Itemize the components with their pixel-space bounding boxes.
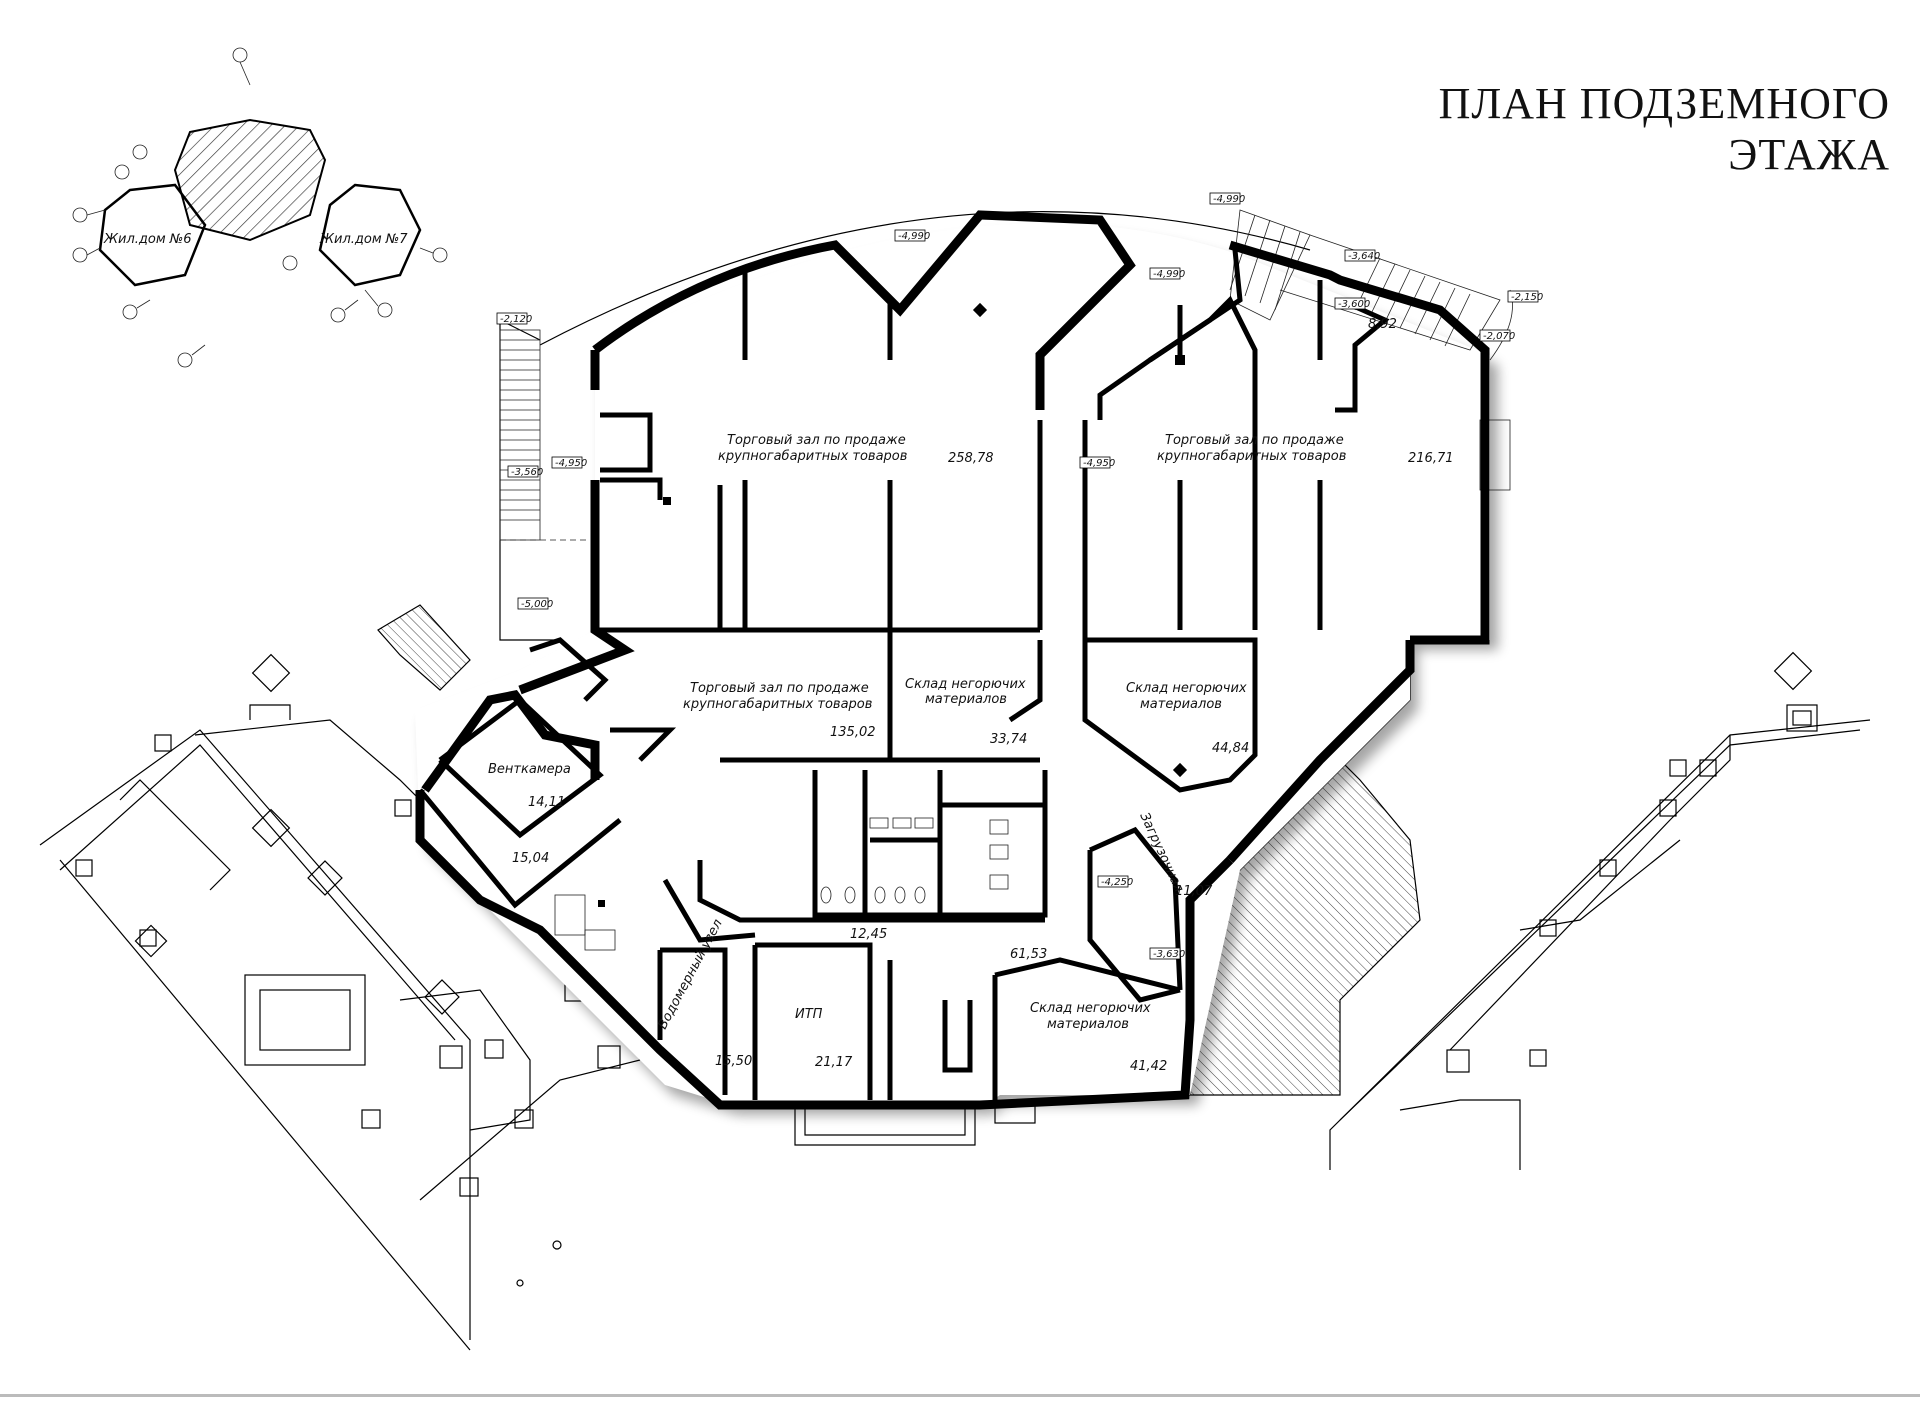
level-mark-9: -4,950	[555, 458, 587, 469]
vent-chamber	[418, 637, 677, 909]
room-label-hall-3-line1: Торговый зал по продаже	[690, 681, 869, 696]
stair-sw	[377, 604, 471, 691]
area-small-room: 8,92	[1368, 317, 1397, 332]
level-mark-14: -3,630	[1153, 949, 1185, 960]
area-itp: 21,17	[815, 1055, 853, 1070]
bottom-rule	[0, 1394, 1920, 1397]
key-plan-house-6: Жил.дом №6	[103, 232, 192, 247]
sanitary-fixtures	[554, 817, 1009, 951]
level-mark-11: -3,560	[511, 467, 543, 478]
room-label-hall-1-line1: Торговый зал по продаже	[727, 433, 906, 448]
key-plan: Жил.дом №6 Жил.дом №7	[72, 47, 448, 368]
area-hall-3: 135,02	[830, 725, 876, 740]
outer-arc	[539, 210, 1311, 346]
level-mark-7: -2,150	[1511, 292, 1543, 303]
level-mark-12: -5,000	[521, 599, 553, 610]
room-label-hall-3-line2: крупногабаритных товаров	[683, 697, 872, 712]
area-vent: 14,11	[528, 795, 565, 810]
plan-title: ПЛАН ПОДЗЕМНОГО ЭТАЖА	[1438, 79, 1890, 179]
south-porch	[794, 1104, 1036, 1146]
area-store-3: 41,42	[1130, 1059, 1167, 1074]
level-mark-6: -3,600	[1338, 299, 1370, 310]
room-label-store-2-line2: материалов	[1140, 697, 1222, 712]
area-lobby: 61,53	[1010, 947, 1047, 962]
west-stair	[499, 329, 590, 541]
area-water: 15,50	[715, 1054, 752, 1069]
area-hall-1: 258,78	[948, 451, 994, 466]
exterior-wall-north	[590, 210, 1136, 410]
room-label-hall-1-line2: крупногабаритных товаров	[718, 449, 907, 464]
room-label-store-3-line2: материалов	[1047, 1017, 1129, 1032]
level-mark-13: -4,250	[1101, 877, 1133, 888]
room-label-itp: ИТП	[795, 1007, 823, 1022]
level-marks: -2,120 -4,990 -4,990 -4,990 -3,640 -3,60…	[496, 192, 1543, 960]
level-mark-3: -4,990	[1153, 269, 1185, 280]
interior-walls	[595, 270, 1390, 793]
level-mark-5: -3,640	[1348, 251, 1380, 262]
service-block	[657, 770, 1183, 1100]
room-label-hall-2-line1: Торговый зал по продаже	[1165, 433, 1344, 448]
level-mark-8: -2,070	[1483, 331, 1515, 342]
room-label-vent: Венткамера	[488, 762, 571, 777]
area-corridor-west: 15,04	[512, 851, 549, 866]
area-loading: 11,07	[1175, 884, 1213, 899]
level-mark-1: -2,120	[500, 314, 532, 325]
room-label-store-3-line1: Склад негорючих	[1030, 1001, 1151, 1016]
area-hall-2: 216,71	[1408, 451, 1454, 466]
adjacent-building-right	[1329, 651, 1871, 1170]
columns	[598, 302, 1188, 907]
key-plan-house-7: Жил.дом №7	[319, 232, 408, 247]
building-footprint	[415, 223, 1490, 1106]
area-corridor: 12,45	[850, 927, 887, 942]
area-store-2: 44,84	[1212, 741, 1249, 756]
room-label-store-1-line1: Склад негорючих	[905, 677, 1026, 692]
level-mark-10: -4,950	[1083, 458, 1115, 469]
area-store-1: 33,74	[990, 732, 1027, 747]
room-label-store-2-line1: Склад негорючих	[1126, 681, 1247, 696]
room-label-hall-2-line2: крупногабаритных товаров	[1157, 449, 1346, 464]
level-mark-4: -4,990	[1213, 194, 1245, 205]
room-label-store-1-line2: материалов	[925, 692, 1007, 707]
level-mark-2: -4,990	[898, 231, 930, 242]
